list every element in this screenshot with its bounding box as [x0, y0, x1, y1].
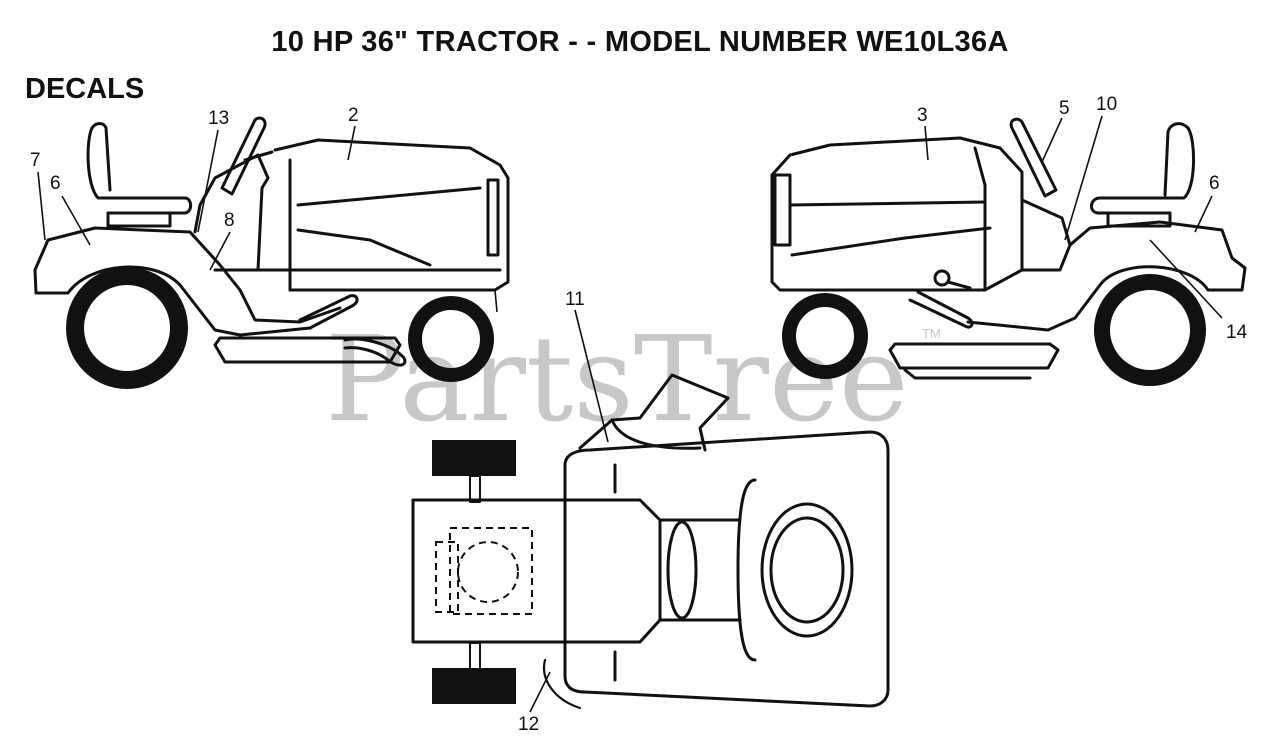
tractor-left-side-view	[33, 116, 510, 389]
callout-5: 5	[1059, 98, 1070, 119]
section-label: DECALS	[25, 73, 145, 105]
callout-leaders	[37, 115, 1223, 713]
callout-6-left: 6	[50, 173, 61, 194]
diagram-title: 10 HP 36" TRACTOR - - MODEL NUMBER WE10L…	[271, 26, 1009, 58]
callout-3: 3	[917, 105, 928, 126]
callout-6-right: 6	[1209, 173, 1220, 194]
callout-7: 7	[30, 150, 41, 171]
callout-2: 2	[348, 105, 359, 126]
callout-13: 13	[208, 108, 229, 129]
tractor-right-side-view	[770, 117, 1247, 386]
callout-14: 14	[1226, 322, 1248, 343]
callout-12: 12	[518, 714, 539, 735]
callout-8: 8	[224, 210, 235, 231]
callout-10: 10	[1096, 94, 1117, 115]
callout-11: 11	[565, 289, 585, 310]
tractor-top-view	[411, 373, 890, 710]
watermark-tm: TM	[922, 326, 941, 341]
